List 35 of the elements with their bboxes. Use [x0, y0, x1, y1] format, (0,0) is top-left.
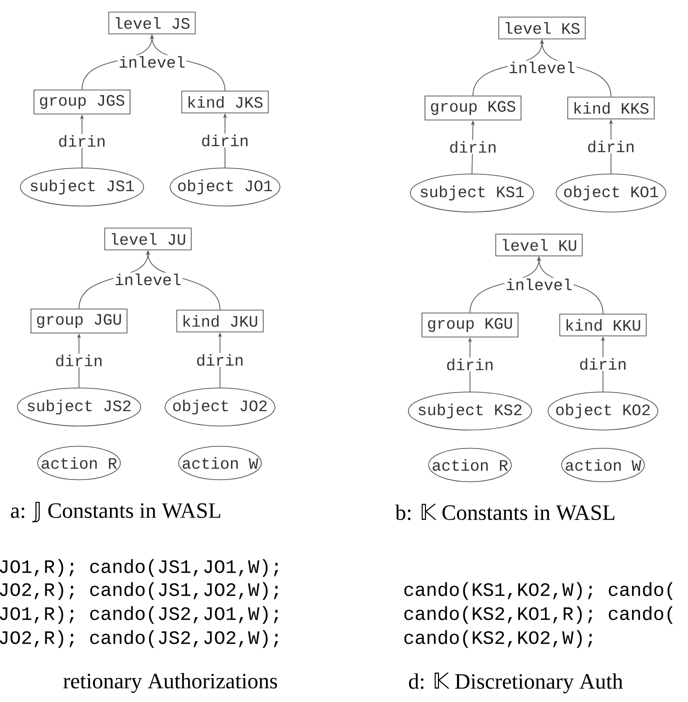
edge-label: dirin: [195, 353, 245, 367]
label-box: group KGU: [422, 312, 518, 338]
caption: b: 𝕂 Constants in WASL: [395, 504, 614, 520]
label-box: level KU: [495, 234, 583, 256]
label-box: kind KKS: [567, 96, 655, 120]
edge-label: dirin: [578, 357, 628, 371]
edge-label: dirin: [200, 134, 250, 148]
edge-label: inlevel: [504, 278, 574, 292]
caption: d: 𝕂 Discretionary Auth: [409, 672, 623, 694]
edge-label: inlevel: [508, 60, 576, 74]
label-box: group KGS: [424, 96, 522, 120]
code-line: JO2,R); cando(JS2,JO2,W);: [0, 630, 278, 648]
code-line: JO1,R); cando(JS1,JO1,W);: [0, 559, 278, 577]
caption: a: 𝕁 Constants in WASL: [10, 502, 220, 522]
code-line: cando(KS2,KO2,W);: [404, 630, 592, 648]
edge-label: dirin: [54, 354, 104, 368]
label-box: kind JKU: [176, 310, 264, 332]
label-box: group JGU: [30, 308, 128, 334]
label-box: group JGS: [34, 90, 130, 114]
edge-label: dirin: [445, 358, 495, 372]
edge-label: dirin: [448, 140, 498, 154]
label-box: level JU: [104, 228, 192, 250]
label-box: kind JKS: [181, 90, 269, 114]
label-box: level JS: [108, 12, 196, 34]
code-line: cando(KS1,KO2,W); cando(: [404, 582, 673, 600]
label-box: kind KKU: [559, 314, 647, 336]
code-line: JO1,R); cando(JS2,JO1,W);: [0, 606, 278, 624]
caption: retionary Authorizations: [63, 673, 278, 693]
edge-label: inlevel: [114, 272, 182, 286]
code-line: cando(KS2,KO1,R); cando(: [404, 606, 673, 624]
code-line: JO2,R); cando(JS1,JO2,W);: [0, 582, 278, 600]
edge-label: dirin: [586, 140, 636, 154]
edge-label: inlevel: [118, 55, 186, 69]
edge-label: dirin: [57, 134, 107, 148]
label-box: level KS: [498, 16, 586, 40]
